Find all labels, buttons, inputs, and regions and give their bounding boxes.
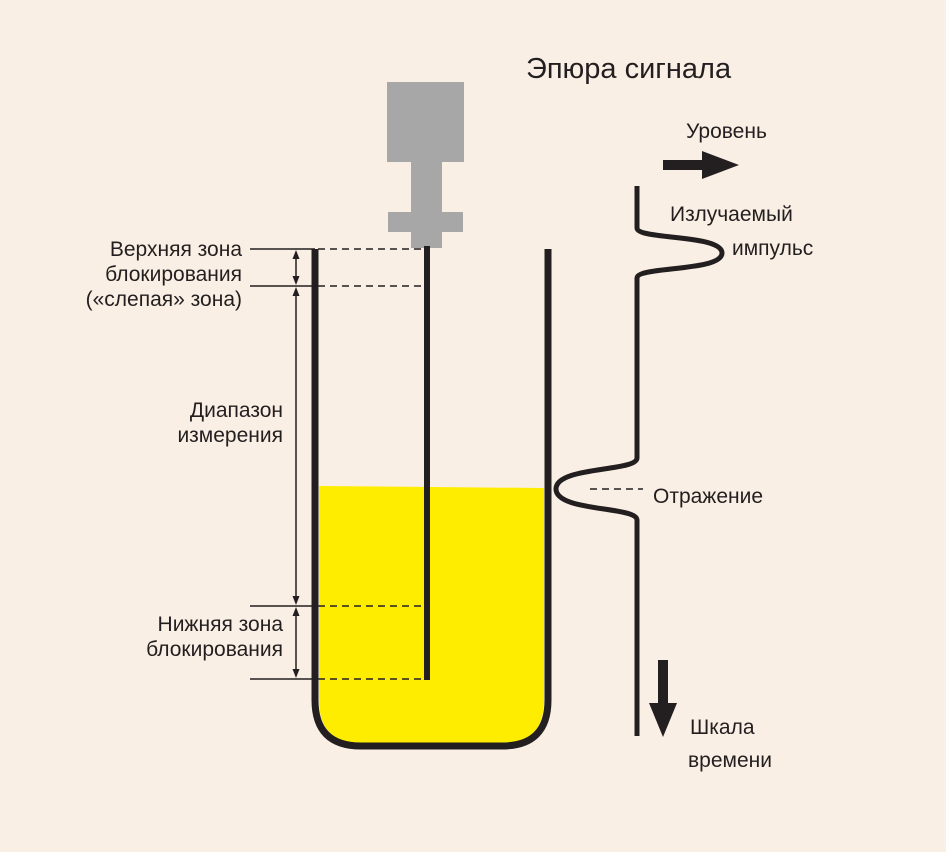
time-scale-label-1: Шкала <box>690 716 755 739</box>
level-label: Уровень <box>686 120 767 143</box>
zone-dashed-lines <box>318 248 643 680</box>
time-scale-label-2: времени <box>688 749 772 772</box>
reflection-label: Отражение <box>653 485 763 508</box>
emitted-pulse-label-2: импульс <box>732 237 813 260</box>
emitted-pulse-label-1: Излучаемый <box>670 203 793 226</box>
upper-zone-label-1: Верхняя зона <box>110 238 242 261</box>
range-label-2: измерения <box>177 424 283 447</box>
dimension-arrows <box>292 250 300 678</box>
tank-wall <box>311 249 552 750</box>
level-arrow <box>663 151 739 179</box>
upper-zone-label-2: блокирования <box>105 263 242 286</box>
time-arrow <box>649 660 677 737</box>
lower-zone-label-1: Нижняя зона <box>158 613 284 636</box>
probe-rod <box>424 246 430 680</box>
lower-zone-label-2: блокирования <box>146 638 283 661</box>
sensor-head <box>387 82 464 248</box>
diagram-title: Эпюра сигнала <box>526 53 732 85</box>
upper-zone-label-3: («слепая» зона) <box>86 288 242 311</box>
zone-tick-lines <box>250 248 315 680</box>
signal-trace <box>553 186 725 736</box>
range-label-1: Диапазон <box>190 399 283 422</box>
liquid <box>319 486 544 744</box>
